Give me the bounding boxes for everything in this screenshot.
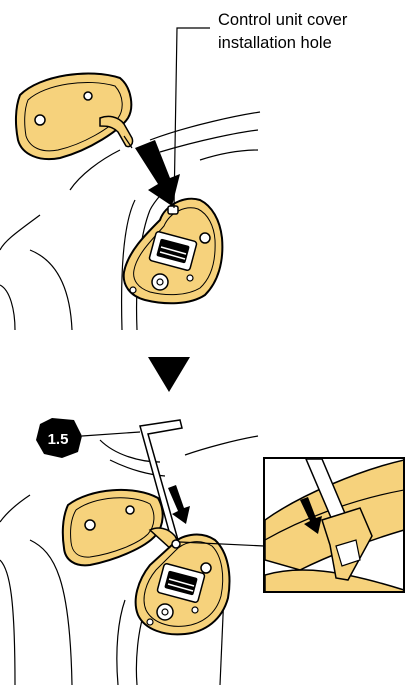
cover-part-top: [16, 73, 133, 159]
down-triangle-icon: [148, 357, 190, 392]
callout-label-line2: installation hole: [218, 34, 332, 52]
control-unit-top: [124, 199, 223, 304]
control-unit-bottom: [136, 535, 230, 635]
badge-label: 1.5: [48, 431, 69, 448]
callout-label-line1: Control unit cover: [218, 11, 348, 29]
bottom-panel: 1.5: [0, 418, 404, 685]
top-panel: Control unit cover installation hole: [0, 11, 348, 330]
hex-size-badge: 1.5: [36, 418, 140, 458]
down-arrow-icon: [135, 140, 180, 206]
callout-leader: [174, 28, 210, 208]
